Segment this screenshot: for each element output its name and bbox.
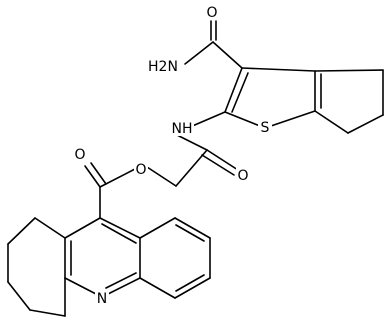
bond-layer bbox=[7, 20, 384, 317]
atom-ester-link-oxygen: O bbox=[135, 162, 146, 178]
atom-labels: O H2N NH S O O O N bbox=[73, 3, 272, 307]
atom-thiophene-sulfur: S bbox=[261, 120, 270, 136]
atom-amide-oxygen: O bbox=[206, 5, 217, 21]
atom-ring-nitrogen: N bbox=[97, 291, 107, 307]
atom-linker-nitrogen: NH bbox=[172, 121, 193, 137]
atom-ester-carbonyl-oxygen: O bbox=[74, 147, 85, 163]
atom-amide-nitrogen: H2N bbox=[148, 59, 178, 75]
atom-acyl-oxygen: O bbox=[237, 168, 248, 184]
